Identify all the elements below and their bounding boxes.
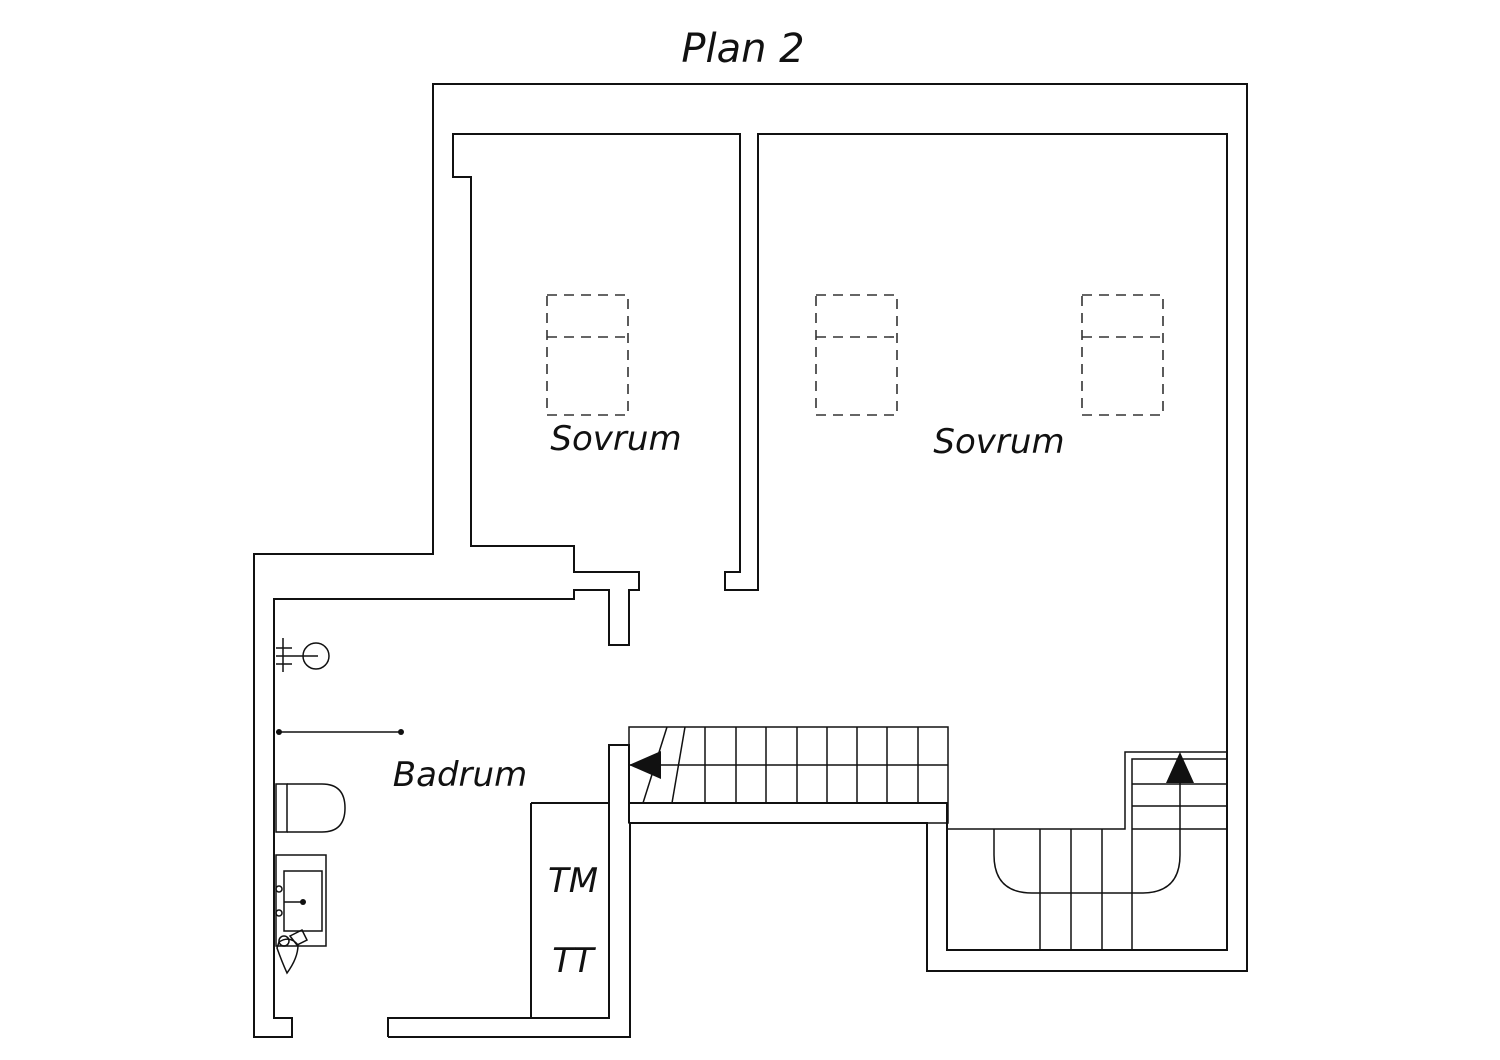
stair-arrow-left-icon <box>629 751 661 779</box>
upper-staircase <box>628 726 949 824</box>
room-label-bedroom-small: Sovrum <box>550 419 681 459</box>
plan-title: Plan 2 <box>681 26 804 72</box>
closet-label-tt: TT <box>552 941 596 981</box>
washing-machine-icon <box>276 928 309 975</box>
bed-3 <box>1081 294 1164 416</box>
sink-icon <box>275 854 327 947</box>
toilet-icon <box>275 783 346 833</box>
bed-1 <box>546 294 629 416</box>
stair-arrow-up-icon <box>1166 752 1194 783</box>
bed-2 <box>815 294 898 416</box>
lower-staircase <box>947 751 1227 950</box>
outer-walls <box>253 83 1248 1038</box>
closet <box>530 802 609 1018</box>
shower-rail-icon <box>276 729 404 735</box>
room-label-bathroom: Badrum <box>393 755 527 795</box>
room-label-bedroom-large: Sovrum <box>933 422 1064 462</box>
shower-icon <box>276 638 330 672</box>
closet-label-tm: TM <box>548 861 598 901</box>
